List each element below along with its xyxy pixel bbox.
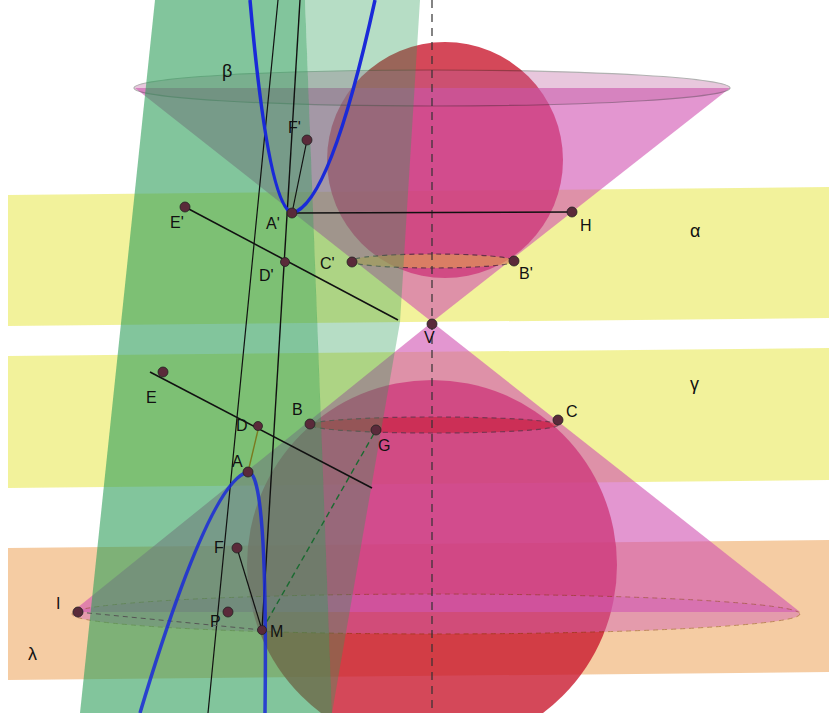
generator (262, 0, 300, 630)
generator-2 (208, 0, 278, 713)
segment-a-d (248, 430, 258, 472)
point-label: A (232, 454, 243, 470)
hyperbola-lower (140, 472, 265, 713)
points (73, 135, 577, 635)
point-label: C' (320, 256, 335, 272)
plane-beta-shade (305, 0, 420, 713)
point-label: C (566, 404, 578, 420)
chord-a-h (292, 212, 572, 213)
point-label: D' (259, 268, 274, 284)
point-label: F (214, 540, 224, 556)
point-label: D (236, 418, 248, 434)
point-label: I (56, 596, 60, 612)
point-label: P (210, 614, 221, 630)
point-label: M (270, 624, 283, 640)
dashed-m-g (262, 430, 376, 630)
point-label: B' (519, 266, 533, 282)
plane-label: γ (690, 375, 699, 393)
plane-label: β (222, 62, 232, 80)
hyperbola-upper (250, 0, 375, 213)
directrix-lower (150, 372, 372, 488)
cone-axis (431, 0, 432, 713)
point-label: F' (288, 120, 301, 136)
point-label: E' (170, 215, 184, 231)
point-label: V (424, 330, 435, 346)
focal-segment (292, 140, 307, 213)
plane-label: λ (28, 645, 37, 663)
point-label: H (580, 218, 592, 234)
point-label: A' (266, 216, 280, 232)
point-label: E (146, 390, 157, 406)
plane-beta (80, 0, 332, 713)
plane-label: α (690, 222, 700, 240)
point-label: G (378, 438, 390, 454)
point-label: B (292, 402, 303, 418)
focal-segment-lower (237, 548, 262, 630)
directrix-upper (185, 207, 398, 320)
